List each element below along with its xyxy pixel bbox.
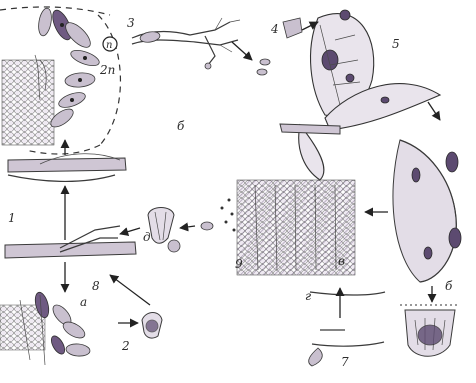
arrow-spores-to-d [180, 226, 195, 228]
arrow-d-to-stem [120, 228, 140, 234]
label-9: 9 [235, 257, 243, 271]
label-5: 5 [392, 37, 400, 51]
label-d: д [143, 230, 151, 244]
label-3: 3 [127, 16, 135, 30]
label-8: 8 [92, 279, 100, 293]
fruiting-body-6 [400, 305, 460, 356]
label-4: 4 [270, 22, 279, 36]
apothecium-d: д [143, 208, 180, 253]
label-b: б [177, 119, 185, 133]
asci-circle-detail: n 2n [0, 7, 120, 154]
label-v: в [338, 254, 345, 268]
stem-section-center: в б [177, 119, 355, 275]
stem-branches-1: 1 [5, 154, 136, 258]
label-1: 1 [8, 211, 16, 225]
germinating-spore-7: 7 [309, 292, 385, 369]
cycle-arrows [65, 22, 440, 323]
arrow-5-to-section [428, 102, 440, 120]
label-n: n [106, 40, 112, 51]
germinating-spore-3: 3 [127, 16, 240, 69]
spore-pair [257, 59, 270, 75]
label-a: а [80, 295, 87, 309]
dashed-circle-right [98, 15, 120, 145]
released-spores [201, 199, 236, 232]
label-6b: б [445, 279, 453, 293]
stage-4-cell: 4 [270, 18, 302, 38]
arrow-2-to-stem [110, 275, 150, 305]
label-2n: 2n [99, 63, 115, 77]
asci-bottom-8: 8 а [0, 279, 100, 365]
label-2: 2 [121, 339, 130, 353]
apothecium-2: 2 [121, 313, 162, 354]
leaf-cross-section: б [393, 140, 461, 293]
arrow-3-to-spores [232, 42, 252, 60]
label-7: 7 [341, 355, 349, 369]
label-g: г [305, 289, 311, 303]
